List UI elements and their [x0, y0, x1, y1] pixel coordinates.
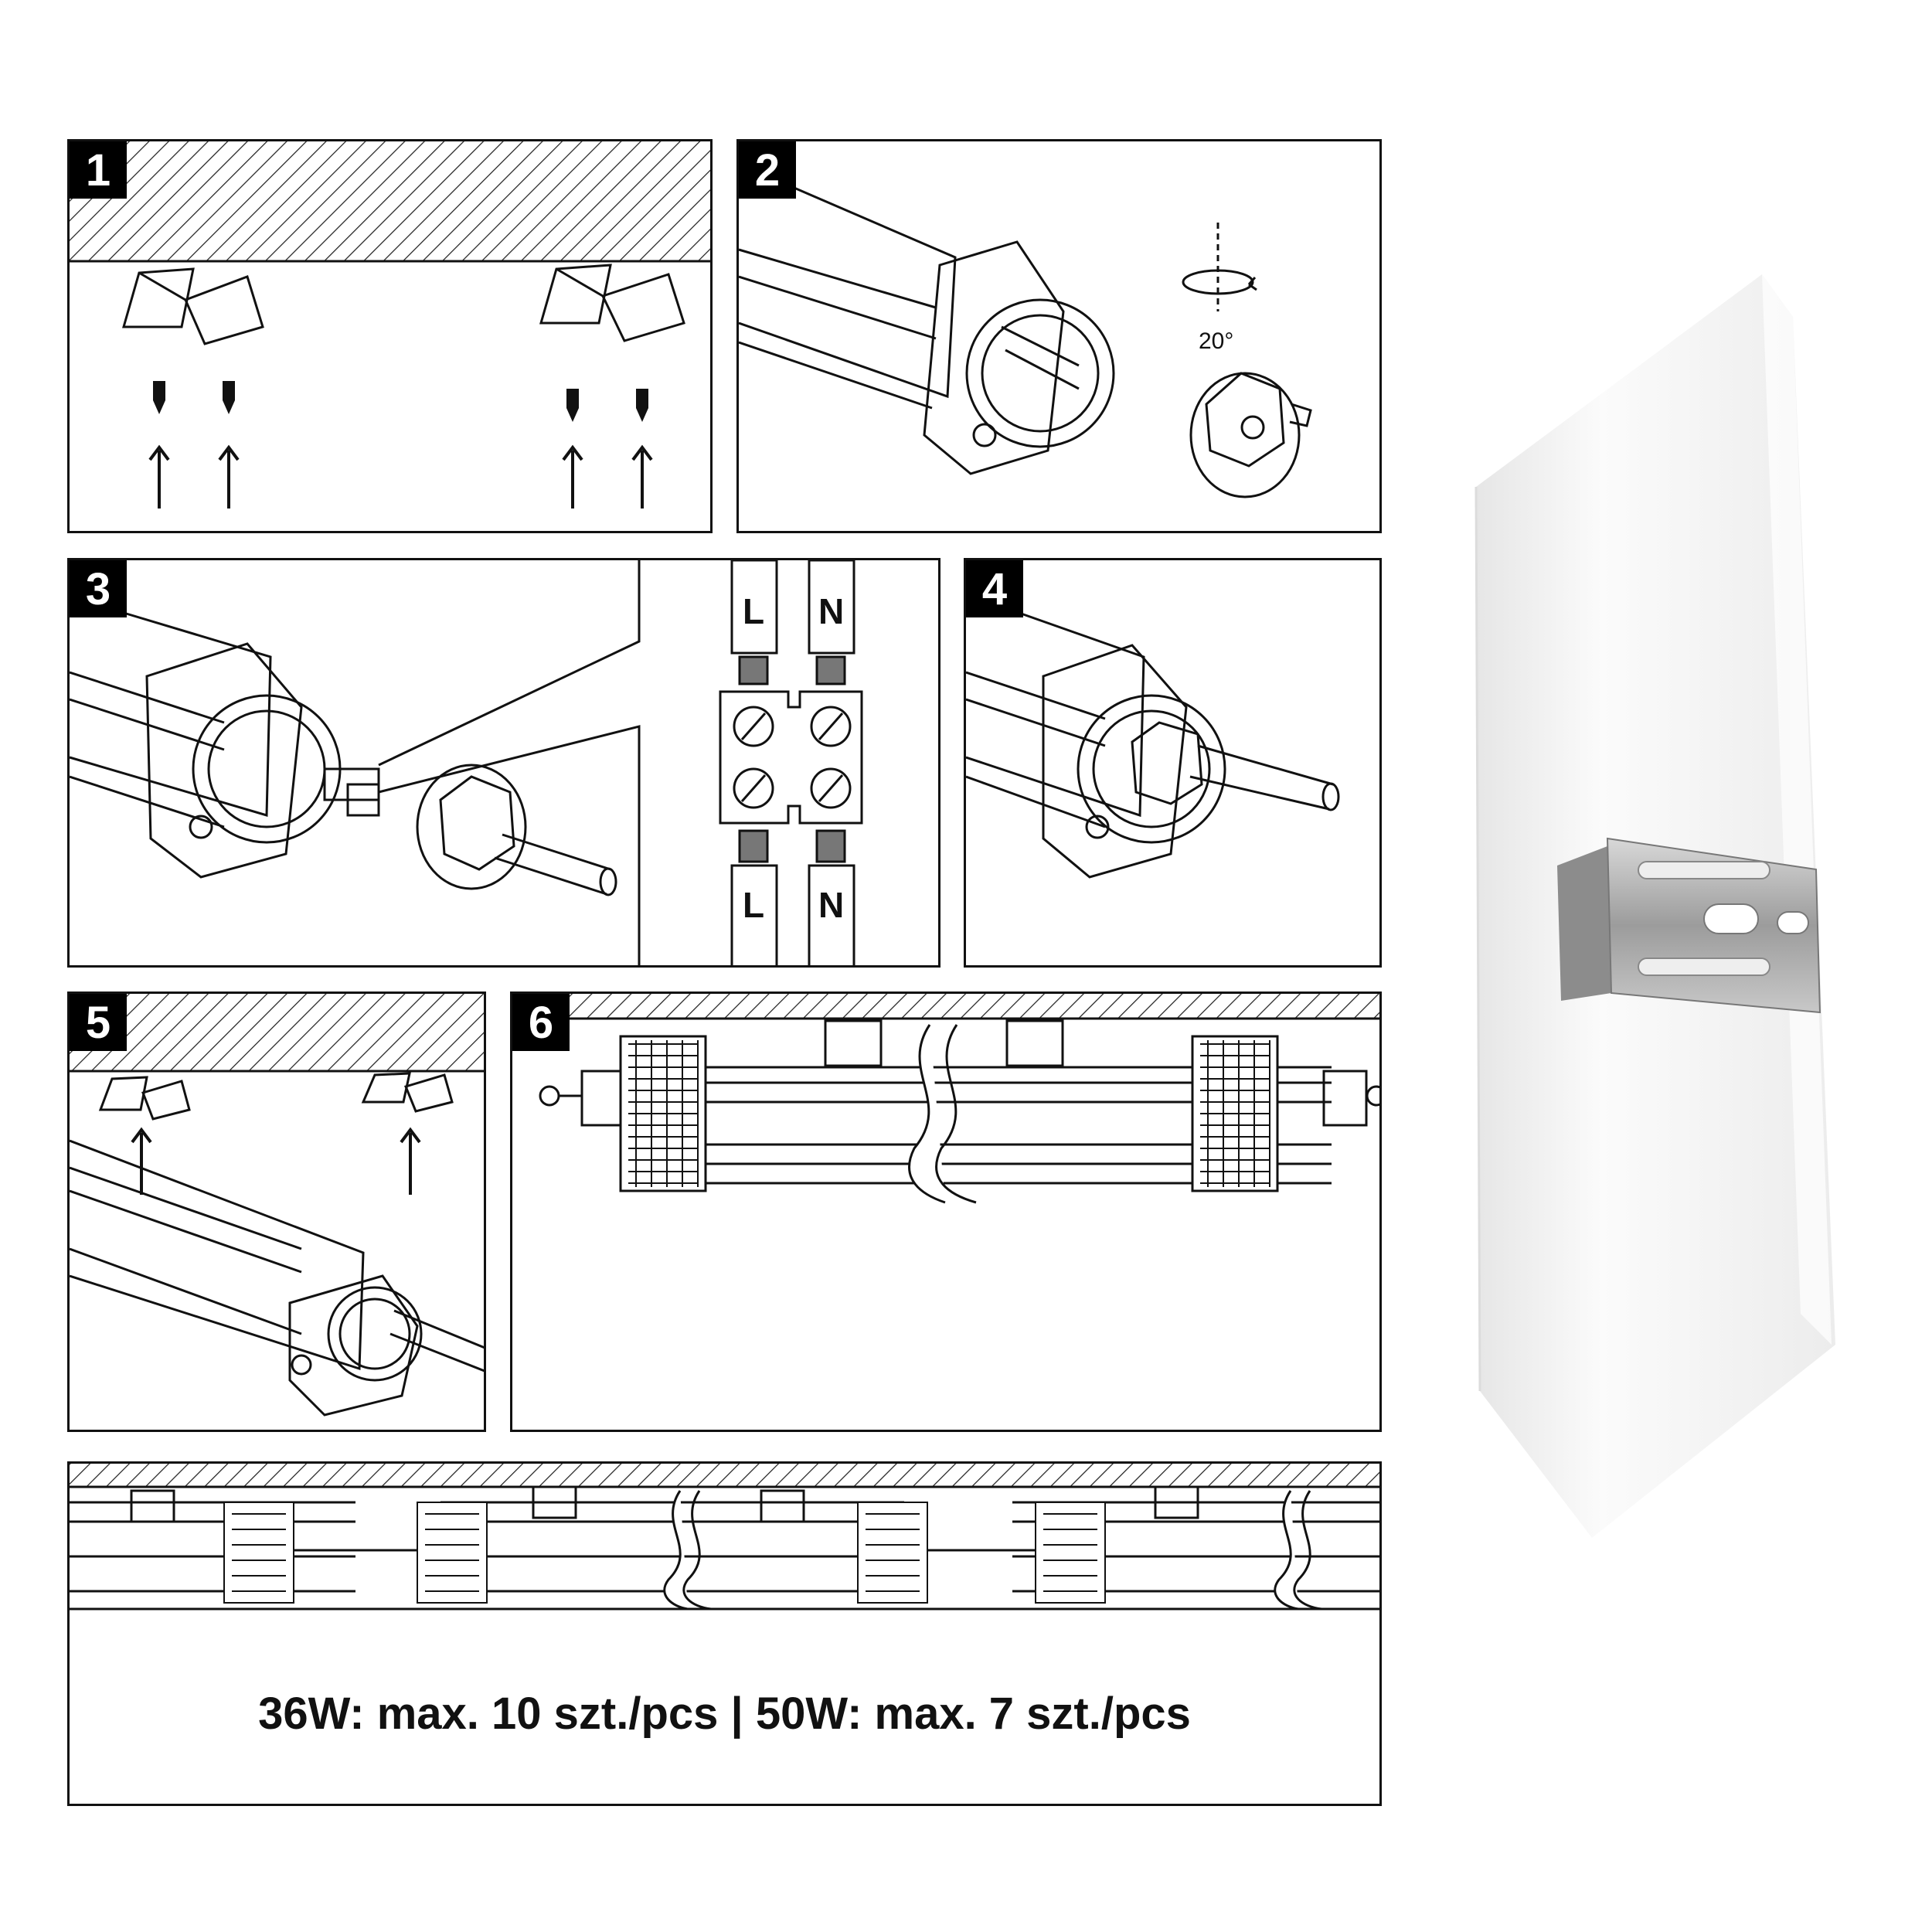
mounting-clip — [98, 1076, 191, 1121]
step-3-panel: 3 — [67, 558, 940, 968]
terminal-block — [719, 560, 863, 965]
mounting-clip — [130, 1485, 1199, 1523]
step-number: 2 — [739, 141, 796, 199]
step-5-panel: 5 — [67, 992, 486, 1432]
break-mark — [663, 1490, 1322, 1611]
step-6-panel: 6 — [510, 992, 1382, 1432]
max-units-caption: 36W: max. 10 szt./pcs | 50W: max. 7 szt.… — [258, 1689, 1191, 1739]
step-number: 5 — [70, 994, 127, 1051]
step-number: 1 — [70, 141, 127, 199]
step-3-illustration: L N L N — [70, 560, 863, 965]
terminal-label-N-top: N — [818, 591, 844, 631]
step-6-illustration — [512, 994, 1379, 1204]
end-cap-right — [1200, 1040, 1270, 1187]
mounting-clip — [361, 1072, 454, 1113]
step-number: 4 — [966, 560, 1023, 617]
rotation-angle-label: 20° — [1199, 328, 1233, 354]
step-2-illustration: 20° — [739, 182, 1312, 498]
end-cap — [223, 1502, 1106, 1604]
step-number: 6 — [512, 994, 570, 1051]
screw-icon — [153, 381, 648, 422]
step-4-illustration — [966, 609, 1340, 879]
step-5-illustration — [70, 994, 484, 1417]
luminaire-photo — [1475, 274, 1835, 1538]
end-cap-left — [628, 1040, 699, 1187]
zoom-callout-lines — [378, 560, 641, 965]
chain-connection-panel: 36W: max. 10 szt./pcs | 50W: max. 7 szt.… — [67, 1461, 1382, 1806]
luminaire-body — [739, 182, 1115, 475]
mounting-clip — [824, 1019, 1064, 1067]
mounting-clip-photo — [1557, 837, 1821, 1014]
rotate-icon — [1182, 269, 1257, 295]
step-1-illustration — [70, 141, 710, 509]
chain-illustration — [70, 1464, 1379, 1611]
break-mark — [908, 1024, 977, 1204]
step-2-panel: 2 20° — [736, 139, 1382, 533]
step-4-panel: 4 — [964, 558, 1382, 968]
arrow-up-icon — [131, 1127, 421, 1195]
ceiling-hatch — [70, 141, 710, 261]
mounting-clip — [539, 264, 685, 342]
arrow-up-icon — [148, 444, 653, 509]
luminaire-body — [70, 1139, 484, 1417]
terminal-label-L-top: L — [743, 591, 764, 631]
luminaire-body — [70, 609, 380, 879]
step-1-panel: 1 — [67, 139, 713, 533]
end-cap-detail — [232, 1513, 1097, 1592]
cable-gland — [1189, 372, 1312, 498]
terminal-label-L-bottom: L — [743, 885, 764, 925]
step-number: 3 — [70, 560, 127, 617]
cable-gland-with-cable — [416, 764, 617, 896]
mounting-clip — [122, 267, 264, 345]
terminal-label-N-bottom: N — [818, 885, 844, 925]
